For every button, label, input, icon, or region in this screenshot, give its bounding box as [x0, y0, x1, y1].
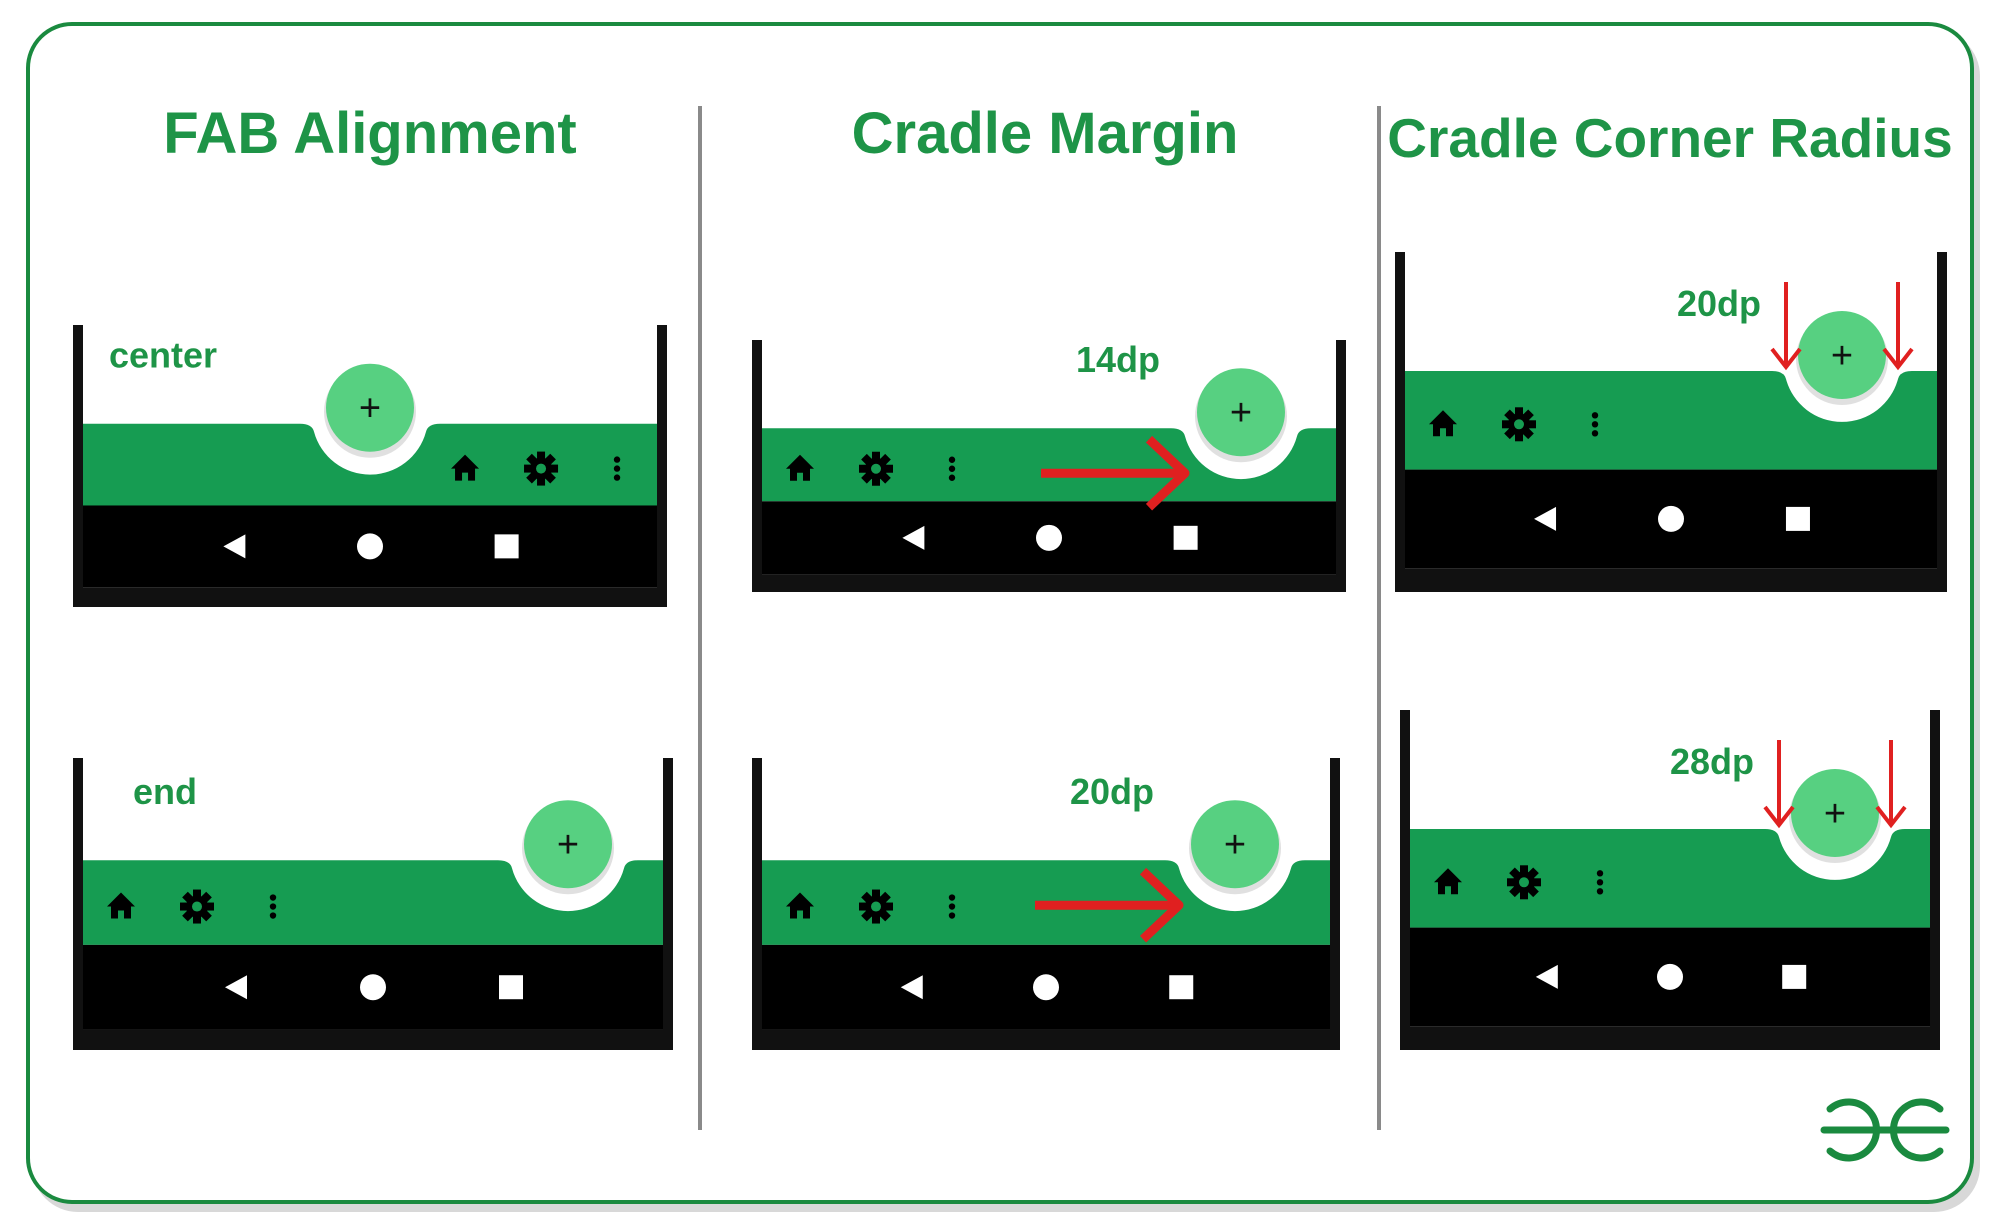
settings-gear-icon — [1507, 865, 1541, 900]
panel-label: 20dp — [1677, 283, 1761, 324]
recents-square-icon — [1782, 964, 1807, 989]
bottom-app-bar — [83, 860, 663, 945]
settings-gear-icon — [859, 889, 893, 924]
panel-label: 14dp — [1076, 339, 1160, 380]
fab-button — [326, 363, 414, 452]
fab-plus-icon: + — [1230, 392, 1252, 434]
bottom-bar-panel: + center — [73, 325, 667, 607]
fab-plus-icon: + — [359, 388, 381, 430]
recents-square-icon — [1169, 975, 1194, 1000]
back-triangle-icon — [223, 534, 246, 559]
more-vertical-icon — [948, 456, 956, 481]
home-icon — [1429, 410, 1457, 437]
recents-square-icon — [494, 534, 519, 559]
arrow-head — [1882, 347, 1914, 371]
home-icon — [1434, 868, 1462, 895]
bottom-bar-panel: + end — [73, 758, 673, 1050]
more-vertical-icon — [1591, 412, 1599, 437]
arrow-head — [1875, 805, 1907, 829]
settings-gear-icon — [180, 889, 214, 924]
fab-plus-icon: + — [1824, 793, 1846, 835]
home-icon — [451, 454, 480, 481]
bottom-app-bar — [1405, 371, 1937, 470]
back-triangle-icon — [900, 975, 923, 1000]
fab-button — [1197, 368, 1285, 457]
title-cradle-corner-radius: Cradle Corner Radius — [1387, 107, 1953, 169]
settings-gear-icon — [524, 451, 559, 486]
home-icon — [107, 892, 135, 919]
fab-plus-icon: + — [1224, 824, 1246, 866]
bottom-app-bar — [1410, 829, 1930, 928]
home-icon — [786, 892, 814, 919]
back-triangle-icon — [1534, 506, 1557, 531]
more-vertical-icon — [1596, 870, 1604, 895]
fab-button — [524, 800, 612, 889]
title-cradle-margin: Cradle Margin — [851, 101, 1239, 166]
home-circle-icon — [1658, 505, 1684, 532]
panel-label: center — [109, 335, 217, 376]
home-circle-icon — [1036, 524, 1062, 551]
home-icon — [786, 454, 814, 481]
panel-label: 28dp — [1670, 741, 1754, 782]
bottom-bar-panel: +14dp — [752, 339, 1346, 592]
more-vertical-icon — [948, 894, 956, 919]
back-triangle-icon — [1535, 964, 1558, 989]
fab-button — [1191, 800, 1279, 889]
arrow-head — [1145, 435, 1190, 511]
fab-button — [1798, 311, 1886, 399]
title-fab-alignment: FAB Alignment — [163, 101, 577, 166]
fab-plus-icon: + — [1831, 335, 1853, 377]
back-triangle-icon — [902, 525, 925, 550]
gg-logo — [1820, 1098, 1950, 1162]
back-triangle-icon — [225, 975, 247, 1000]
panel-label: 20dp — [1070, 771, 1154, 812]
recents-square-icon — [1785, 506, 1810, 531]
bottom-bar-panel: +28dp — [1400, 710, 1940, 1050]
bottom-bar-panel: +20dp — [752, 758, 1340, 1050]
home-circle-icon — [360, 974, 386, 1001]
arrow-head — [1763, 805, 1795, 829]
arrow-head — [1770, 347, 1802, 371]
recents-square-icon — [1173, 525, 1198, 550]
home-circle-icon — [357, 533, 383, 560]
more-vertical-icon — [269, 894, 277, 919]
settings-gear-icon — [1502, 407, 1536, 442]
panel-label: end — [133, 771, 197, 812]
fab-plus-icon: + — [557, 824, 579, 866]
recents-square-icon — [499, 975, 523, 1000]
settings-gear-icon — [858, 451, 894, 486]
more-vertical-icon — [613, 456, 621, 481]
bottom-app-bar — [83, 423, 657, 506]
arrow-head — [1139, 867, 1184, 943]
column-divider-left — [698, 106, 702, 1130]
column-divider-right — [1377, 106, 1381, 1130]
bottom-app-bar — [762, 428, 1336, 502]
bottom-bar-panel: +20dp — [1395, 252, 1947, 592]
home-circle-icon — [1033, 974, 1059, 1001]
home-circle-icon — [1657, 963, 1683, 990]
fab-button — [1791, 769, 1879, 857]
